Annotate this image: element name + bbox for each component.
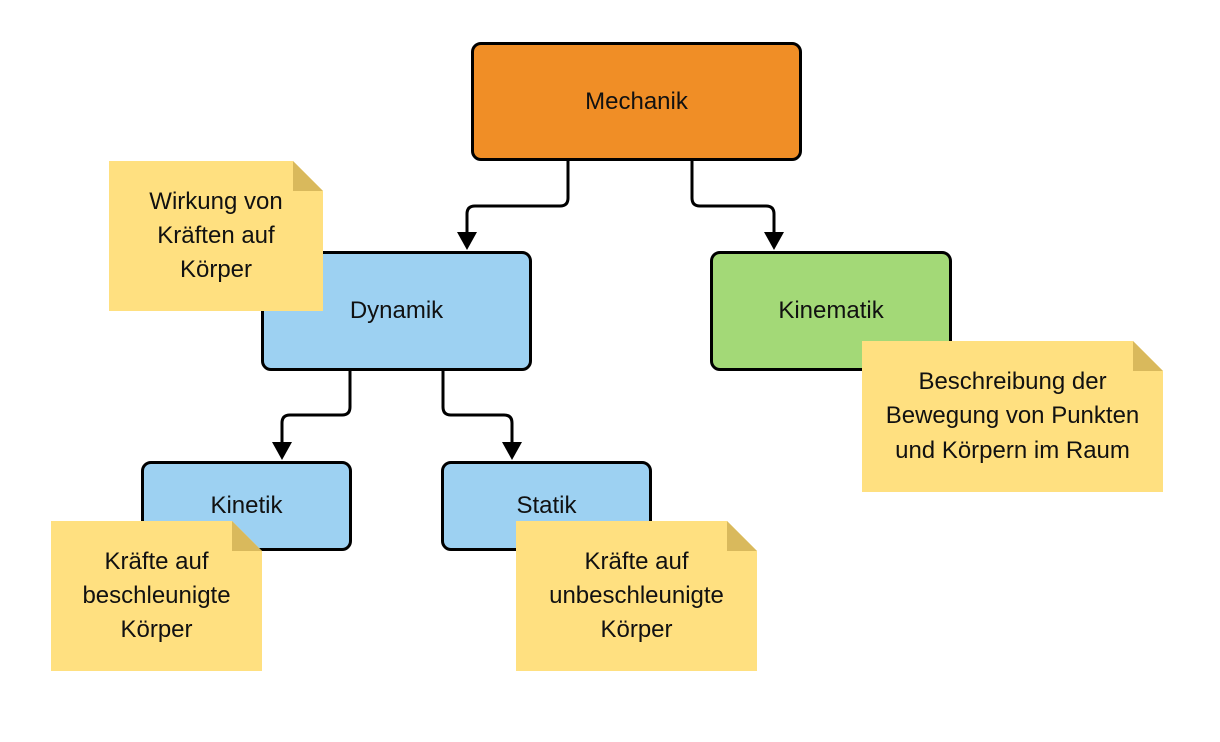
- arrowhead-dynamik: [457, 232, 477, 250]
- node-kinetik-label: Kinetik: [210, 492, 283, 519]
- arrowhead-statik: [502, 442, 522, 460]
- sticky-note-shape: [51, 521, 262, 671]
- node-dynamik-label: Dynamik: [349, 297, 444, 324]
- node-statik-label: Statik: [516, 492, 577, 519]
- edge-mechanik-kinematik: [690, 161, 776, 240]
- arrowhead-kinetik: [272, 442, 292, 460]
- note-dynamik-text: Wirkung von Kräften auf Körper: [149, 187, 283, 284]
- node-mechanik[interactable]: Mechanik: [471, 42, 802, 161]
- note-kinematik-text: Beschreibung der Bewegung von Punkten un…: [885, 368, 1140, 464]
- arrowhead-kinematik: [764, 232, 784, 250]
- note-dynamik[interactable]: Wirkung von Kräften auf Körper: [109, 161, 323, 311]
- edge-mechanik-dynamik: [465, 161, 570, 240]
- note-statik-text: Kräfte auf unbeschleunigte Körper: [549, 547, 724, 644]
- node-mechanik-label: Mechanik: [585, 87, 688, 115]
- note-kinetik-text: Kräfte auf beschleunigte Körper: [82, 547, 231, 644]
- note-kinematik[interactable]: Beschreibung der Bewegung von Punkten un…: [862, 341, 1163, 492]
- edge-dynamik-statik: [441, 371, 514, 450]
- node-kinematik-label: Kinematik: [778, 297, 884, 324]
- sticky-note-shape: [109, 161, 323, 311]
- node-dynamik[interactable]: Dynamik: [261, 251, 532, 371]
- sticky-note-shape: [862, 341, 1163, 492]
- note-statik[interactable]: Kräfte auf unbeschleunigte Körper: [516, 521, 757, 671]
- edge-dynamik-kinetik: [280, 371, 352, 450]
- sticky-note-shape: [516, 521, 757, 671]
- note-kinetik[interactable]: Kräfte auf beschleunigte Körper: [51, 521, 262, 671]
